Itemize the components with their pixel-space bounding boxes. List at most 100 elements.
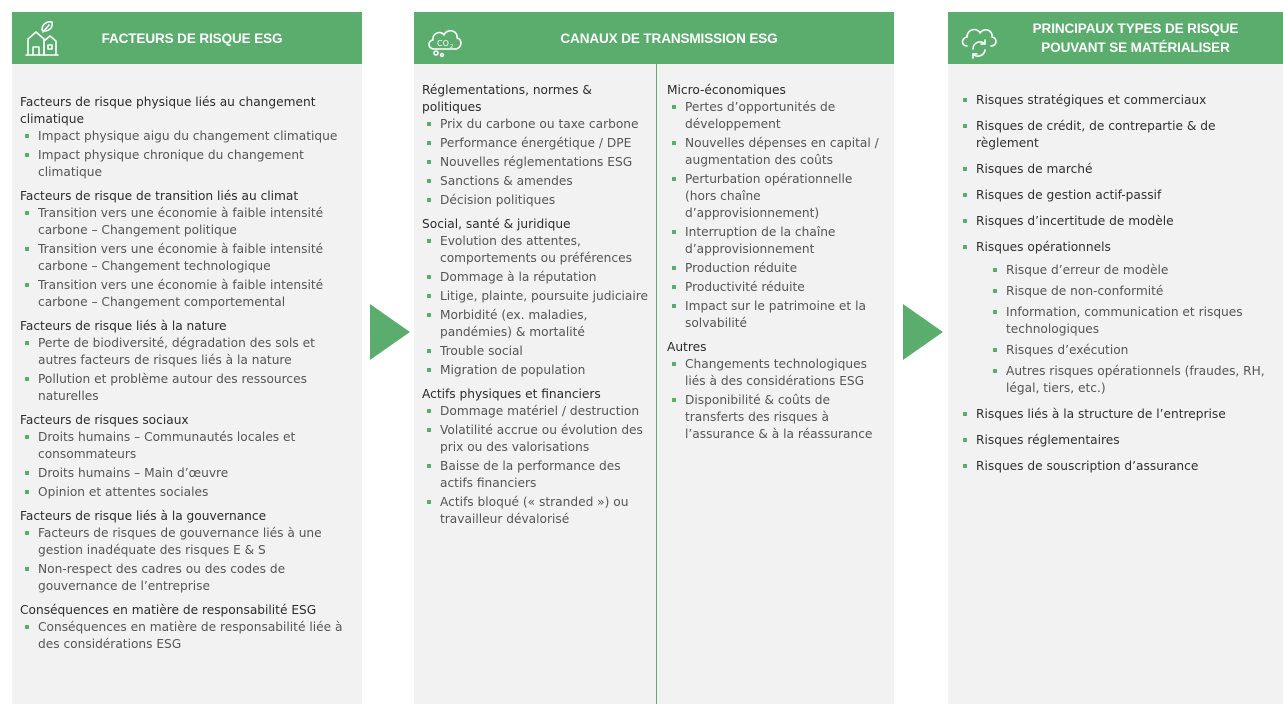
list-item-label: Migration de population — [440, 363, 586, 377]
list-item-label: Transition vers une économie à faible in… — [38, 242, 324, 273]
list-item-label: Risques de marché — [976, 162, 1093, 176]
list-item-label: Risques liés à la structure de l’entrepr… — [976, 407, 1226, 421]
section-title: Facteurs de risque liés à la gouvernance — [20, 509, 267, 523]
section-title: Social, santé & juridique — [422, 217, 571, 231]
list-item: Risques de crédit, de contrepartie & de … — [958, 118, 1275, 152]
bullet-square-icon — [427, 198, 431, 202]
bullet-square-icon — [25, 341, 29, 345]
list-item-label: Perturbation opérationnelle (hors chaîne… — [685, 172, 853, 220]
bullet-square-icon — [672, 285, 676, 289]
list-item-label: Perte de biodiversité, dégradation des s… — [38, 336, 315, 367]
bullet-square-icon — [993, 268, 997, 272]
list-item: Nouvelles dépenses en capital / augmenta… — [667, 135, 886, 169]
list-item: Conséquences en matière de responsabilit… — [20, 619, 354, 653]
bullet-square-icon — [993, 348, 997, 352]
list-item: Droits humains – Communautés locales et … — [20, 429, 354, 463]
bullet-square-icon — [25, 153, 29, 157]
list-item: Changements technologiques liés à des co… — [667, 356, 886, 390]
list-item-label: Disponibilité & coûts de transferts des … — [685, 393, 873, 441]
list-item-label: Interruption de la chaîne d’approvisionn… — [685, 225, 836, 256]
list-item: Risques d’incertitude de modèle — [958, 213, 1275, 230]
list-item-label: Production réduite — [685, 261, 798, 275]
section-title: Micro-économiques — [667, 83, 786, 97]
bullet-square-icon — [427, 349, 431, 353]
bullet-square-icon — [427, 409, 431, 413]
list-item-label: Information, communication et risques te… — [1006, 305, 1243, 336]
list-item: Information, communication et risques te… — [988, 304, 1275, 338]
list-item: Risque de non-conformité — [988, 283, 1275, 300]
list-item: Risque d’erreur de modèle — [988, 262, 1275, 279]
bullet-square-icon — [25, 435, 29, 439]
bullet-square-icon — [427, 239, 431, 243]
bullet-square-icon — [672, 304, 676, 308]
bullet-square-icon — [25, 490, 29, 494]
list-item: Impact physique aigu du changement clima… — [20, 128, 354, 145]
bullet-square-icon — [25, 625, 29, 629]
section-title: Facteurs de risque de transition liés au… — [20, 189, 299, 203]
list-item: Décision politiques — [422, 192, 648, 209]
list-item-label: Actifs bloqué (« stranded ») ou travaill… — [440, 495, 629, 526]
bullet-square-icon — [427, 179, 431, 183]
list-item: Transition vers une économie à faible in… — [20, 277, 354, 311]
list-item: Trouble social — [422, 343, 648, 360]
list-item-label: Décision politiques — [440, 193, 556, 207]
bullet-square-icon — [963, 193, 967, 197]
list-item: Pollution et problème autour des ressour… — [20, 371, 354, 405]
list-item: Risques de gestion actif-passif — [958, 187, 1275, 204]
list-item-label: Productivité réduite — [685, 280, 805, 294]
list-item-label: Risques de gestion actif-passif — [976, 188, 1162, 202]
list-item-label: Sanctions & amendes — [440, 174, 573, 188]
bullet-list: Transition vers une économie à faible in… — [20, 205, 354, 311]
list-item-label: Impact physique aigu du changement clima… — [38, 129, 338, 143]
list-item-label: Opinion et attentes sociales — [38, 485, 209, 499]
list-item: Dommage à la réputation — [422, 269, 648, 286]
list-item-label: Dommage à la réputation — [440, 270, 597, 284]
bullet-square-icon — [25, 531, 29, 535]
bullet-square-icon — [672, 230, 676, 234]
list-item: Sanctions & amendes — [422, 173, 648, 190]
bullet-square-icon — [25, 471, 29, 475]
bullet-square-icon — [672, 105, 676, 109]
list-item: Nouvelles réglementations ESG — [422, 154, 648, 171]
panel-title: PRINCIPAUX TYPES DE RISQUE POUVANT SE MA… — [1032, 21, 1239, 55]
panel-title: FACTEURS DE RISQUE ESG — [101, 30, 283, 46]
bullet-square-icon — [963, 98, 967, 102]
bullet-square-icon — [993, 289, 997, 293]
bullet-square-icon — [963, 245, 967, 249]
list-item-label: Transition vers une économie à faible in… — [38, 278, 324, 309]
panel-esg-transmission-channels: CO 2 CANAUX DE TRANSMISSION ESG Réglemen… — [414, 12, 894, 704]
list-item-label: Pollution et problème autour des ressour… — [38, 372, 307, 403]
list-item: Autres risques opérationnels (fraudes, R… — [988, 363, 1275, 397]
list-item: Evolution des attentes, comportements ou… — [422, 233, 648, 267]
list-item-label: Pertes d’opportunités de développement — [685, 100, 836, 131]
panel-content: Facteurs de risque physique liés au chan… — [12, 64, 362, 653]
section-title: Facteurs de risque physique liés au chan… — [20, 95, 316, 126]
list-item-label: Risques d’incertitude de modèle — [976, 214, 1174, 228]
list-item: Interruption de la chaîne d’approvisionn… — [667, 224, 886, 258]
bullet-square-icon — [672, 398, 676, 402]
bullet-square-icon — [672, 266, 676, 270]
bullet-list: Evolution des attentes, comportements ou… — [422, 233, 648, 379]
list-item-label: Risques réglementaires — [976, 433, 1120, 447]
bullet-square-icon — [25, 134, 29, 138]
list-item-label: Volatilité accrue ou évolution des prix … — [440, 423, 643, 454]
list-item-label: Impact sur le patrimoine et la solvabili… — [685, 299, 866, 330]
list-item: Perte de biodiversité, dégradation des s… — [20, 335, 354, 369]
bullet-square-icon — [963, 219, 967, 223]
list-item: Dommage matériel / destruction — [422, 403, 648, 420]
panel-esg-risk-factors: FACTEURS DE RISQUE ESG Facteurs de risqu… — [12, 12, 362, 704]
list-item-label: Risques stratégiques et commerciaux — [976, 93, 1207, 107]
bullet-square-icon — [963, 412, 967, 416]
list-item: Impact physique chronique du changement … — [20, 147, 354, 181]
list-item: Risques liés à la structure de l’entrepr… — [958, 406, 1275, 423]
flow-arrow — [903, 304, 943, 360]
list-item-label: Litige, plainte, poursuite judiciaire — [440, 289, 649, 303]
list-item-label: Risques d’exécution — [1006, 343, 1129, 357]
